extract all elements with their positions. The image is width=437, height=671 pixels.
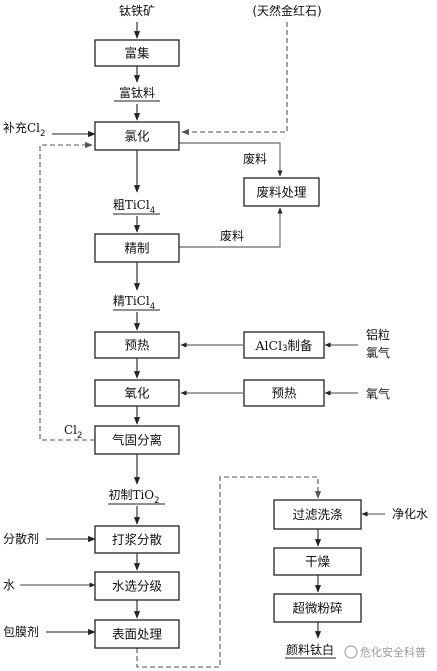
label-ilmenite: 钛铁矿 [119, 3, 155, 18]
arrow-chlorination-waste-to-treatment [179, 142, 283, 177]
box-filter-wash: 过滤洗涤 [273, 499, 362, 530]
svg-text:富集: 富集 [124, 46, 150, 61]
label-coating-agent: 包膜剂 [3, 624, 39, 639]
box-waste-treatment: 废料处理 [243, 177, 320, 207]
svg-text:废料处理: 废料处理 [256, 185, 307, 200]
label-purified-water: 净化水 [392, 507, 428, 521]
label-final-product: 颜料钛白 [286, 642, 334, 657]
svg-text:氧化: 氧化 [124, 386, 150, 401]
svg-text:干燥: 干燥 [305, 554, 331, 569]
box-preheat-oxygen: 预热 [243, 379, 325, 407]
box-water-classification: 水选分级 [94, 571, 180, 601]
label-al-grains: 铝粒 [366, 327, 390, 342]
svg-text:危化安全科普: 危化安全科普 [360, 645, 426, 659]
watermark-logo-icon [344, 645, 358, 659]
connectors [20, 22, 385, 668]
box-slurry-dispersion: 打浆分散 [94, 525, 180, 554]
svg-text:水选分级: 水选分级 [112, 579, 163, 594]
label-cl2-recycle: Cl2 [64, 423, 82, 441]
box-refining: 精制 [94, 233, 180, 263]
label-waste-2: 废料 [220, 228, 244, 243]
box-drying: 干燥 [273, 547, 362, 576]
box-preheat-main: 预热 [94, 331, 180, 359]
svg-text:打浆分散: 打浆分散 [112, 532, 163, 547]
box-surface-treatment: 表面处理 [94, 619, 180, 649]
svg-text:超微粉碎: 超微粉碎 [292, 601, 342, 616]
dashed-surface-to-filter [136, 476, 322, 668]
arrow-refining-waste-to-treatment [179, 207, 283, 248]
svg-text:氯化: 氯化 [124, 129, 150, 144]
dashed-cl2-recycle-to-chlorination [39, 141, 95, 441]
box-alcl3-preparation: AlCl3制备 [243, 331, 325, 359]
watermark: 危化安全科普 [344, 645, 426, 659]
label-water: 水 [3, 578, 15, 592]
svg-text:AlCl3制备: AlCl3制备 [254, 338, 313, 355]
box-oxidation: 氧化 [94, 379, 180, 407]
label-chlorine-gas: 氯气 [366, 345, 390, 360]
box-enrichment: 富集 [94, 39, 180, 67]
box-chlorination: 氯化 [94, 121, 180, 151]
label-oxygen-gas: 氧气 [366, 386, 390, 401]
label-refined-ticl4: 精TiCl4 [113, 294, 155, 312]
svg-text:精制: 精制 [124, 241, 149, 256]
svg-text:气固分离: 气固分离 [112, 433, 162, 448]
svg-text:预热: 预热 [271, 386, 297, 401]
label-crude-ticl4: 粗TiCl4 [113, 198, 155, 216]
label-dispersant: 分散剂 [3, 531, 39, 546]
svg-text:过滤洗涤: 过滤洗涤 [292, 507, 342, 522]
svg-text:表面处理: 表面处理 [112, 627, 163, 642]
box-gas-solid-separation: 气固分离 [94, 425, 180, 455]
dashed-rutile-to-chlorination [181, 22, 288, 136]
label-rich-ti-material: 富钛料 [119, 85, 155, 100]
label-supplement-cl2: 补充Cl2 [3, 120, 45, 139]
svg-text:预热: 预热 [124, 338, 150, 353]
label-initial-tio2: 初制TiO2 [108, 488, 159, 506]
box-ultrafine-grinding: 超微粉碎 [273, 593, 362, 623]
label-natural-rutile: (天然金红石) [252, 3, 321, 18]
label-waste-1: 废料 [243, 151, 267, 166]
